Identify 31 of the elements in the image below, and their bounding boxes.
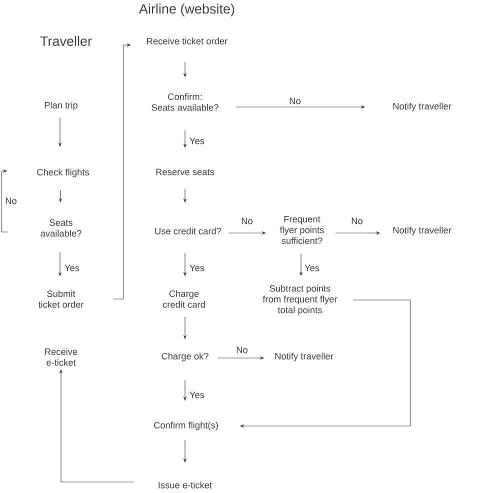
step-text: Reserve seats (156, 168, 214, 176)
step-text: Notify traveller (393, 102, 452, 112)
step-text: Frequent flyer points sufficient? (280, 216, 324, 244)
edge-label: Yes (188, 136, 206, 146)
edge-label: No (235, 346, 249, 354)
column-heading: Traveller (40, 36, 92, 46)
step-text: Confirm flight(s) (154, 422, 218, 430)
step-text: Charge ok? (162, 352, 208, 362)
step-text: Confirm: Seats available? (152, 93, 218, 111)
step-text: Notify traveller (275, 352, 334, 362)
edge-label: No (288, 96, 302, 106)
edge-label: Yes (188, 264, 206, 272)
step-text: Check flights (37, 168, 89, 178)
step-text: Receive ticket order (147, 38, 228, 44)
step-text: Submit ticket order (38, 290, 84, 308)
edge-label: Yes (188, 390, 206, 400)
step-text: Notify traveller (393, 226, 452, 236)
step-text: Subtract points from frequent flyer total points (262, 284, 338, 316)
edge-label: No (350, 216, 364, 226)
arrow (2, 169, 8, 232)
edge-label: Yes (64, 264, 80, 272)
step-text: Plan trip (44, 102, 78, 110)
edge-label: Yes (304, 264, 320, 272)
step-text: Use credit card? (155, 228, 222, 234)
step-text: Charge credit card (162, 290, 205, 308)
column-heading: Airline (website) (139, 4, 234, 16)
step-text: Receive e-ticket (45, 348, 78, 366)
edge-label: No (4, 196, 18, 206)
edge-label: No (240, 216, 254, 226)
step-text: Issue e-ticket (158, 482, 212, 488)
step-text: Seats available? (40, 219, 82, 237)
